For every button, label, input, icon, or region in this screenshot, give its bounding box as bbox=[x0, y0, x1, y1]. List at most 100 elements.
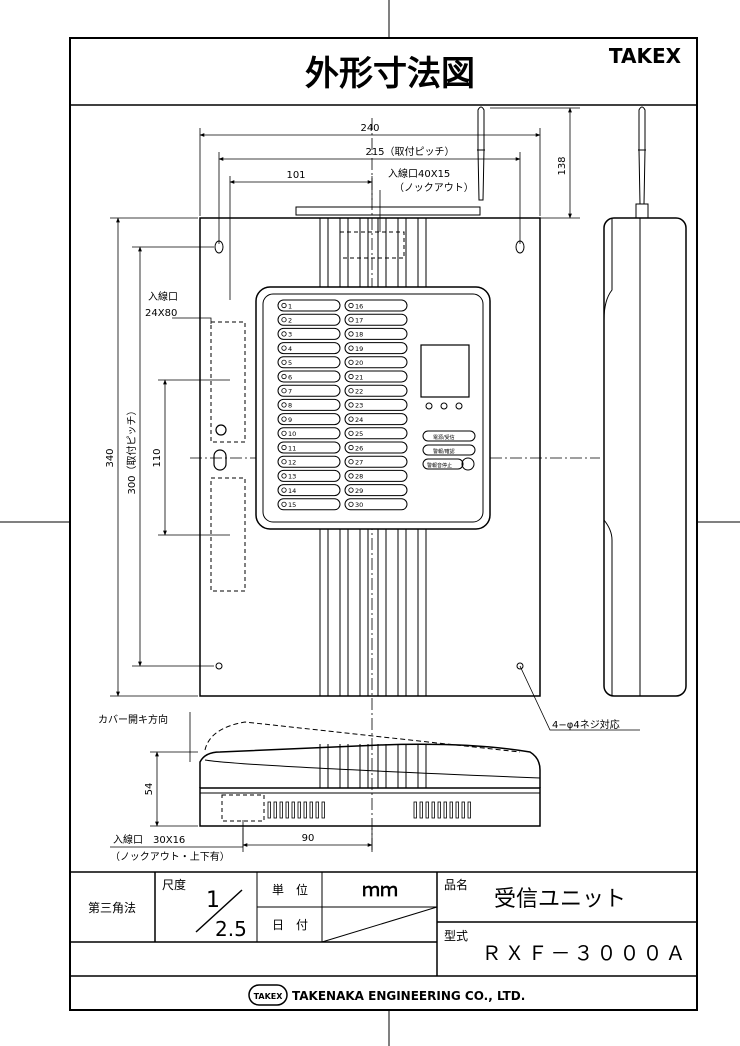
zone-slot: 5 bbox=[277, 356, 341, 369]
zone-slot: 4 bbox=[277, 342, 341, 355]
brand-logo: TAKEX bbox=[609, 44, 682, 68]
zone-slot: 27 bbox=[344, 455, 408, 468]
dim-240: 240 bbox=[360, 123, 379, 134]
vent-slot bbox=[291, 801, 295, 819]
screw-icon bbox=[215, 424, 227, 436]
zone-number: 28 bbox=[355, 473, 363, 481]
zone-slot: 10 bbox=[277, 427, 341, 440]
zone-number: 12 bbox=[288, 459, 296, 467]
bottom-view bbox=[199, 721, 541, 827]
zone-number: 22 bbox=[355, 388, 363, 396]
cover-open-dashed bbox=[204, 721, 521, 753]
zone-slot: 1 bbox=[277, 299, 341, 312]
zone-led-icon bbox=[348, 345, 354, 351]
vent-slot bbox=[303, 801, 307, 819]
front-panel-inner bbox=[262, 293, 484, 523]
scale-label: 尺度 bbox=[162, 877, 186, 892]
dim-138: 138 bbox=[557, 156, 568, 175]
side-antenna bbox=[638, 106, 646, 205]
button-alarm-label: 警報/確認 bbox=[433, 448, 455, 455]
zone-number: 10 bbox=[288, 430, 296, 438]
zone-slot: 2 bbox=[277, 313, 341, 326]
bottom-inlet-outline bbox=[221, 794, 265, 822]
vent-slot bbox=[285, 801, 289, 819]
zone-slot: 6 bbox=[277, 370, 341, 383]
zone-led-icon bbox=[281, 430, 287, 436]
zone-led-icon bbox=[348, 473, 354, 479]
zone-number: 11 bbox=[288, 444, 296, 452]
drawing-title: 外形寸法図 bbox=[305, 54, 475, 94]
zone-slot: 30 bbox=[344, 498, 408, 511]
vent-slot bbox=[461, 801, 465, 819]
zone-number: 16 bbox=[355, 302, 363, 310]
unit-value: ｍｍ bbox=[362, 880, 398, 901]
company-logo: TAKEX bbox=[248, 984, 288, 1006]
dimension-lines bbox=[110, 107, 640, 852]
projection-label: 第三角法 bbox=[88, 901, 136, 915]
zone-number: 29 bbox=[355, 487, 363, 495]
side-inlet-upper bbox=[210, 321, 246, 443]
vent-slot bbox=[309, 801, 313, 819]
zone-number: 15 bbox=[288, 501, 296, 509]
product-name: 受信ユニット bbox=[494, 887, 626, 912]
scale-numerator: 1 bbox=[206, 888, 220, 913]
zone-led-icon bbox=[281, 416, 287, 422]
side-inlet-lower bbox=[210, 477, 246, 592]
date-label: 日 付 bbox=[272, 918, 308, 932]
zone-slot: 25 bbox=[344, 427, 408, 440]
title-block bbox=[70, 872, 697, 977]
zone-slot: 26 bbox=[344, 441, 408, 454]
zone-slot: 24 bbox=[344, 413, 408, 426]
vent-slot bbox=[267, 801, 271, 819]
company-name: TAKENAKA ENGINEERING CO., LTD. bbox=[292, 989, 525, 1003]
zone-led-icon bbox=[348, 444, 354, 451]
front-body bbox=[199, 217, 541, 697]
indicator-leds bbox=[425, 402, 463, 410]
lock-knob bbox=[213, 449, 227, 471]
zone-led-icon bbox=[348, 302, 354, 309]
top-inlet-outline bbox=[339, 231, 405, 259]
zone-number: 2 bbox=[288, 317, 292, 325]
button-power-label: 電源/受信 bbox=[433, 434, 455, 441]
zone-number: 4 bbox=[288, 345, 292, 353]
zone-slot: 18 bbox=[344, 327, 408, 340]
vent-slot bbox=[419, 801, 423, 819]
zone-number: 3 bbox=[288, 331, 292, 339]
zone-number: 20 bbox=[355, 359, 363, 367]
bottom-inlet-label: 入線口 30X16 bbox=[113, 833, 185, 846]
zone-slot: 12 bbox=[277, 455, 341, 468]
zone-number: 7 bbox=[288, 388, 292, 396]
zone-led-icon bbox=[281, 359, 287, 365]
zone-number: 13 bbox=[288, 473, 296, 481]
zone-led-icon bbox=[348, 487, 354, 493]
zone-number: 14 bbox=[288, 487, 296, 495]
zone-slot: 15 bbox=[277, 498, 341, 511]
zone-led-icon bbox=[348, 459, 354, 465]
dim-90: 90 bbox=[302, 833, 315, 844]
top-inlet-knockout-label: （ノックアウト） bbox=[394, 182, 474, 194]
svg-text:TAKEX: TAKEX bbox=[254, 992, 284, 1001]
bottom-ribs bbox=[319, 744, 427, 788]
zone-led-icon bbox=[281, 373, 287, 380]
screw-note-label: 4−φ4ネジ対応 bbox=[552, 718, 620, 731]
zone-led-icon bbox=[281, 402, 287, 408]
vent-slot bbox=[315, 801, 319, 819]
zone-led-icon bbox=[348, 402, 354, 408]
vent-slot bbox=[425, 801, 429, 819]
zone-number: 26 bbox=[355, 444, 363, 452]
display-window bbox=[420, 344, 470, 398]
zone-number: 9 bbox=[288, 416, 292, 424]
zone-led-icon bbox=[348, 373, 354, 380]
model-label: 型式 bbox=[444, 929, 468, 943]
zone-led-icon bbox=[281, 473, 287, 479]
zone-led-icon bbox=[348, 430, 354, 436]
vent-slot bbox=[443, 801, 447, 819]
dim-110: 110 bbox=[152, 448, 163, 467]
zone-led-icon bbox=[348, 317, 354, 323]
zone-led-icon bbox=[281, 388, 287, 394]
dim-101: 101 bbox=[286, 170, 305, 181]
bottom-inlet-knockout-label: （ノックアウト・上下有） bbox=[110, 850, 230, 863]
zone-led-icon bbox=[281, 501, 287, 507]
front-view bbox=[199, 206, 541, 697]
